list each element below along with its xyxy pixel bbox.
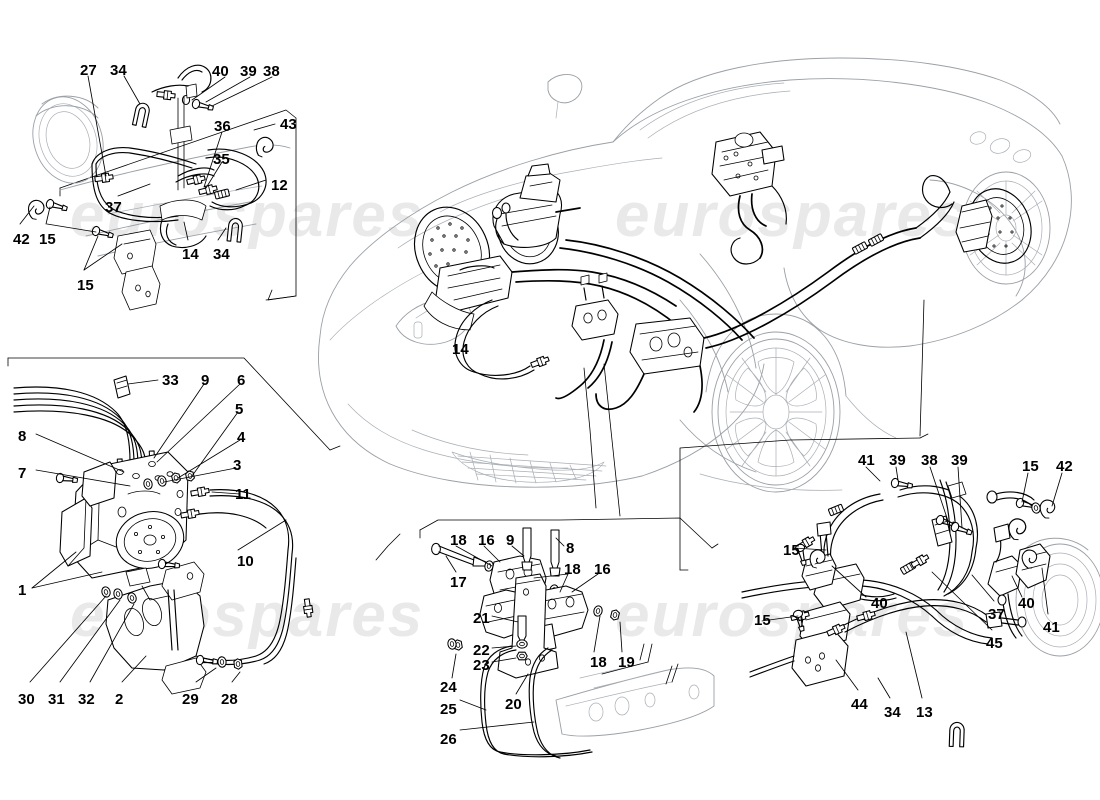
- callout-number-38[interactable]: 38: [921, 452, 938, 469]
- callout-number-34[interactable]: 34: [110, 62, 127, 79]
- callout-number-40[interactable]: 40: [1018, 595, 1035, 612]
- callout-number-16[interactable]: 16: [478, 532, 495, 549]
- callout-number-42[interactable]: 42: [13, 231, 30, 248]
- callout-number-19[interactable]: 19: [618, 654, 635, 671]
- callout-number-39[interactable]: 39: [240, 63, 257, 80]
- abs-hydraulic-unit: [55, 451, 189, 587]
- callout-number-20[interactable]: 20: [505, 696, 522, 713]
- callout-number-17[interactable]: 17: [450, 574, 467, 591]
- callout-number-34[interactable]: 34: [213, 246, 230, 263]
- callout-number-14[interactable]: 14: [452, 341, 469, 358]
- callout-number-38[interactable]: 38: [263, 63, 280, 80]
- callout-number-15[interactable]: 15: [754, 612, 771, 629]
- abs-mounting-bracket: [105, 561, 207, 695]
- callout-number-40[interactable]: 40: [871, 595, 888, 612]
- callout-number-31[interactable]: 31: [48, 691, 65, 708]
- handbrake-bracket-44: [749, 601, 851, 687]
- callout-number-15[interactable]: 15: [39, 231, 56, 248]
- callout-number-18[interactable]: 18: [564, 561, 581, 578]
- callout-number-18[interactable]: 18: [450, 532, 467, 549]
- callout-number-6[interactable]: 6: [237, 372, 246, 389]
- callout-number-7[interactable]: 7: [18, 465, 27, 482]
- callout-number-36[interactable]: 36: [214, 118, 231, 135]
- leader-lines-bottom-right: [761, 466, 1063, 699]
- ghost-wheel-left: [32, 95, 104, 184]
- callout-number-43[interactable]: 43: [280, 116, 297, 133]
- hydraulic-distribution-block: [629, 317, 705, 375]
- callout-number-8[interactable]: 8: [18, 428, 27, 445]
- callout-number-24[interactable]: 24: [440, 679, 457, 696]
- callout-number-15[interactable]: 15: [1022, 458, 1039, 475]
- panel-bottom-left: [7, 357, 331, 695]
- pressure-valve-block: [571, 272, 619, 341]
- callout-number-10[interactable]: 10: [237, 553, 254, 570]
- callout-number-3[interactable]: 3: [233, 457, 242, 474]
- engine-bay-abs-unit: [711, 131, 787, 265]
- callout-number-4[interactable]: 4: [237, 429, 246, 446]
- rear-handbrake-lever: [987, 523, 1051, 639]
- panel-connector-lines: [267, 289, 929, 561]
- screw-8: [549, 529, 561, 577]
- panel-bottom-right: [679, 437, 1100, 748]
- callout-number-37[interactable]: 37: [105, 199, 122, 216]
- callout-number-25[interactable]: 25: [440, 701, 457, 718]
- callout-number-32[interactable]: 32: [78, 691, 95, 708]
- callout-number-14[interactable]: 14: [182, 246, 199, 263]
- callout-number-22[interactable]: 22: [473, 642, 490, 659]
- callout-number-11[interactable]: 11: [235, 486, 251, 503]
- callout-number-33[interactable]: 33: [162, 372, 179, 389]
- callout-number-30[interactable]: 30: [18, 691, 35, 708]
- rear-flex-hose-13: [825, 599, 1027, 639]
- screw-9: [521, 527, 533, 571]
- callout-number-18[interactable]: 18: [590, 654, 607, 671]
- front-brake-disc-assembly: [413, 206, 513, 331]
- callout-number-39[interactable]: 39: [951, 452, 968, 469]
- callout-number-35[interactable]: 35: [213, 151, 230, 168]
- brake-booster-master-cylinder: [491, 163, 581, 265]
- brake-pipe-bundle: [13, 386, 147, 471]
- callout-number-5[interactable]: 5: [235, 401, 244, 418]
- front-wheel-ghost: [705, 313, 847, 493]
- callout-number-41[interactable]: 41: [1043, 619, 1060, 636]
- callout-number-13[interactable]: 13: [916, 704, 933, 721]
- callout-number-16[interactable]: 16: [594, 561, 611, 578]
- callout-number-9[interactable]: 9: [506, 532, 515, 549]
- panel-bottom-center: [419, 517, 715, 759]
- callout-number-12[interactable]: 12: [271, 177, 288, 194]
- callout-number-39[interactable]: 39: [889, 452, 906, 469]
- bolt-21: [517, 615, 527, 641]
- ghost-subframe: [555, 643, 715, 737]
- callout-number-41[interactable]: 41: [858, 452, 875, 469]
- callout-number-8[interactable]: 8: [566, 540, 575, 557]
- callout-number-42[interactable]: 42: [1056, 458, 1073, 475]
- callout-number-2[interactable]: 2: [115, 691, 124, 708]
- callout-number-1[interactable]: 1: [18, 582, 27, 599]
- leader-lines-bottom-left: [29, 379, 287, 683]
- callout-number-9[interactable]: 9: [201, 372, 210, 389]
- car-body-ghost: [318, 57, 1072, 493]
- handbrake-equaliser: [801, 521, 865, 611]
- callout-number-44[interactable]: 44: [851, 696, 868, 713]
- callout-number-23[interactable]: 23: [473, 657, 490, 674]
- rear-brake-disc-assembly: [955, 188, 1032, 264]
- callout-number-40[interactable]: 40: [212, 63, 229, 80]
- callout-number-26[interactable]: 26: [440, 731, 457, 748]
- callout-number-45[interactable]: 45: [986, 635, 1003, 652]
- vehicle-brake-circuit: [413, 131, 1032, 413]
- leader-lines-top-left: [19, 75, 276, 271]
- callout-number-28[interactable]: 28: [221, 691, 238, 708]
- callout-number-34[interactable]: 34: [884, 704, 901, 721]
- callout-number-15[interactable]: 15: [783, 542, 800, 559]
- panel-top-left: [19, 64, 297, 311]
- callout-number-27[interactable]: 27: [80, 62, 97, 79]
- leader-lines-bottom-center: [445, 537, 623, 731]
- callout-number-29[interactable]: 29: [182, 691, 199, 708]
- callout-number-21[interactable]: 21: [473, 610, 490, 627]
- callout-number-37[interactable]: 37: [988, 606, 1005, 623]
- callout-number-15[interactable]: 15: [77, 277, 94, 294]
